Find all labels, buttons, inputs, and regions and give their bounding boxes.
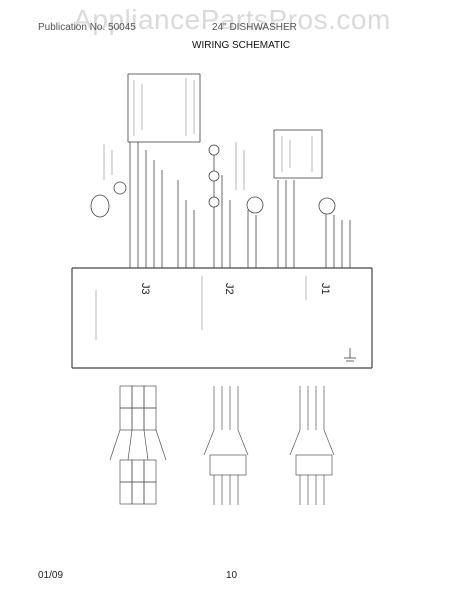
harness-right: [289, 386, 335, 505]
pump-motor-symbol: [113, 181, 127, 195]
page-number: 10: [226, 570, 238, 581]
publication-number: Publication No. 50045: [38, 22, 136, 33]
detergent-box: [273, 129, 323, 179]
footer-date: 01/09: [38, 570, 64, 581]
connector-j3: J3: [139, 283, 151, 295]
ground-symbol: [344, 348, 356, 362]
connector-j1: J1: [319, 283, 331, 295]
heater-symbol: [90, 194, 110, 218]
drain-pump-symbol: [246, 196, 264, 214]
harness-middle: [203, 386, 249, 505]
page-header: AppliancePartsPros.com Publication No. 5…: [0, 0, 464, 46]
connector-j2: J2: [223, 283, 235, 295]
model-description: 24" DISHWASHER: [212, 22, 297, 33]
control-box: [127, 73, 201, 143]
harness-left: [109, 385, 167, 505]
watermark: AppliancePartsPros.com: [73, 4, 391, 35]
page-title: WIRING SCHEMATIC: [192, 40, 291, 51]
